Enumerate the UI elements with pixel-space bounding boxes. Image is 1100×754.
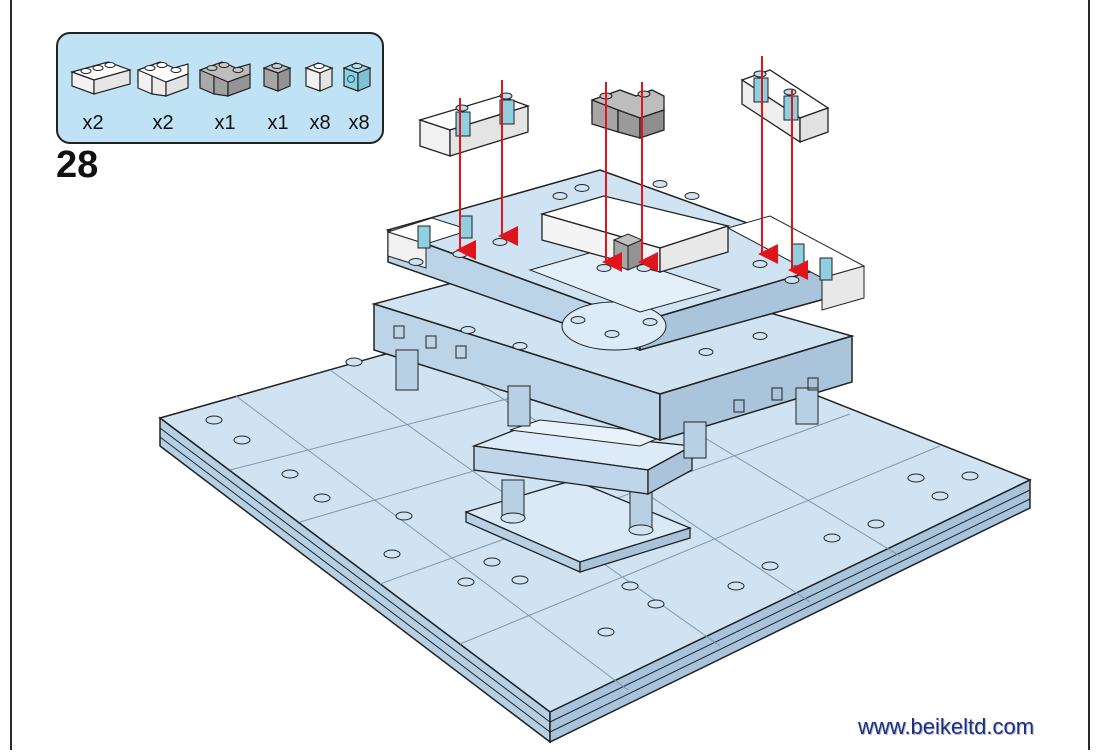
fountain-upper-tier (385, 169, 866, 356)
transparent-blue-brick-1x1-icon (342, 62, 372, 92)
quantity-label: x8 (348, 112, 370, 134)
page-frame (10, 0, 1090, 750)
grey-brick-1x1-icon (262, 62, 292, 92)
white-brick-1x1-icon (304, 62, 334, 92)
quantity-label: x8 (309, 112, 331, 134)
white-brick-1x3-icon (70, 61, 132, 95)
parts-list-panel: x2 x2 x1 x1 x8 x8 (56, 32, 384, 144)
website-url: www.beikeltd.com (858, 714, 1035, 739)
quantity-label: x2 (152, 112, 174, 134)
incoming-part-left (417, 92, 531, 157)
step-number: 28 (56, 144, 99, 186)
white-corner-brick-icon (137, 61, 189, 97)
incoming-part-right (740, 69, 830, 144)
quantity-label: x1 (214, 112, 236, 134)
bench (471, 419, 695, 536)
placement-arrows (456, 56, 808, 280)
quantity-label: x1 (267, 112, 289, 134)
grey-corner-brick-icon (199, 61, 251, 97)
incoming-part-center (591, 89, 665, 139)
quantity-label: x2 (82, 112, 104, 134)
